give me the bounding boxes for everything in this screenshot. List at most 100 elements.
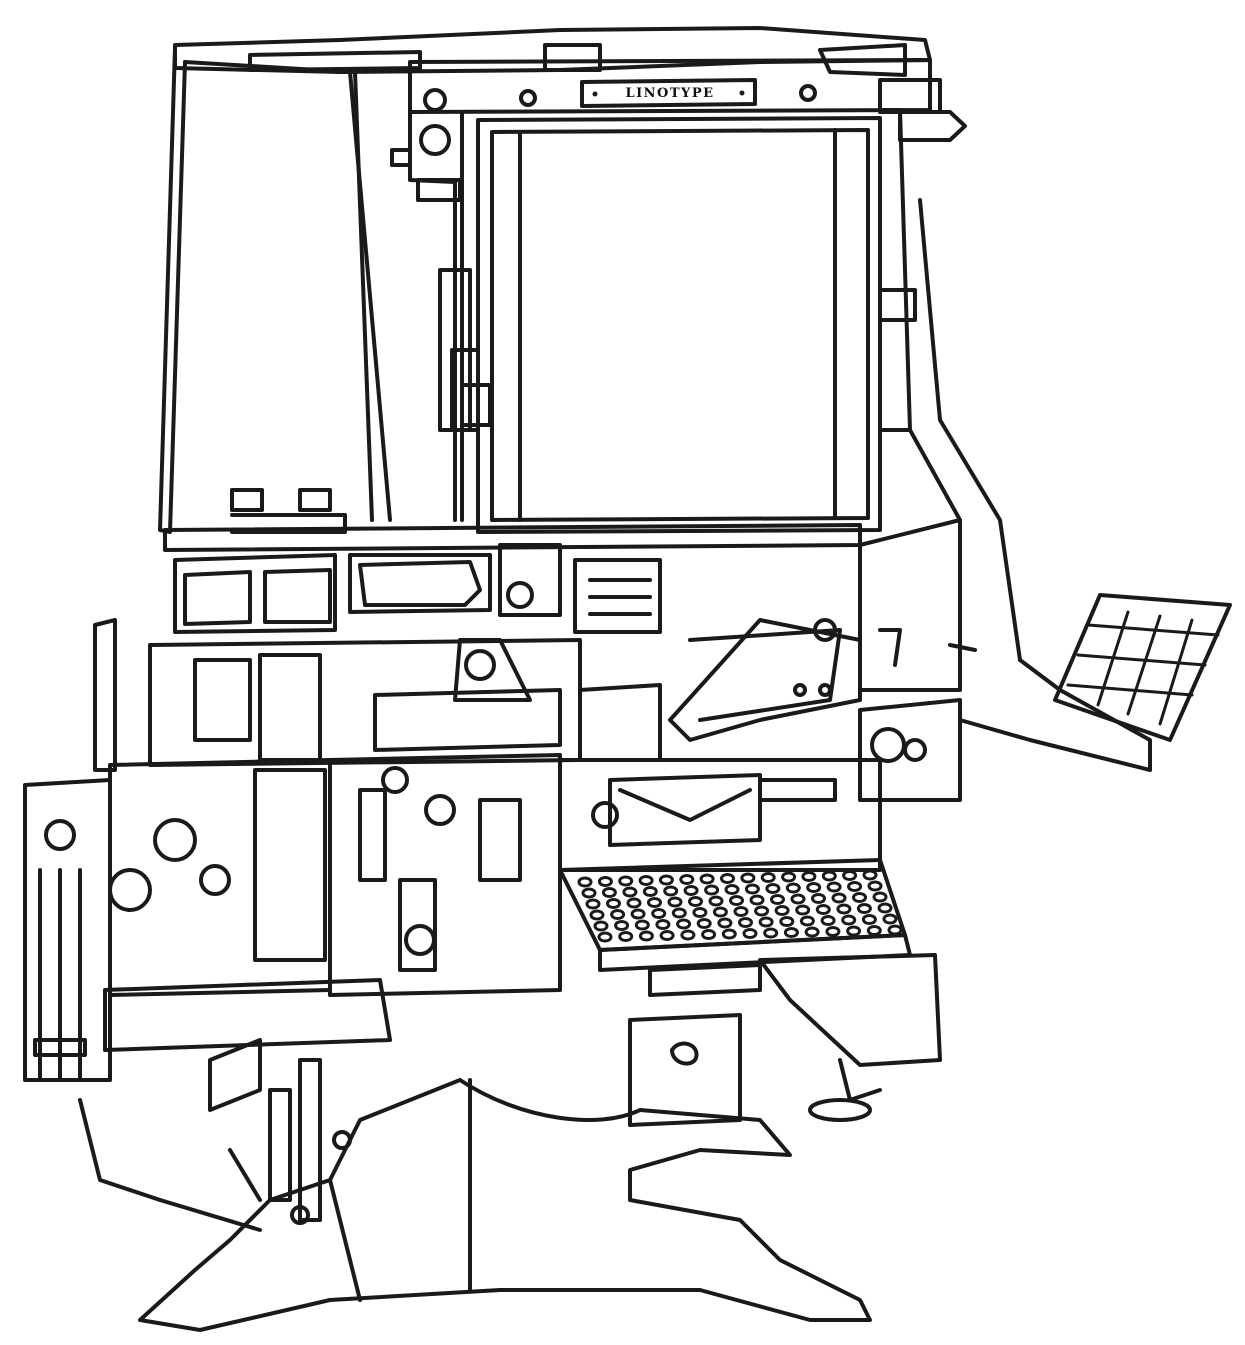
keyboard-key [738, 917, 753, 928]
keyboard-key [856, 903, 872, 914]
pedestal-base [78, 1038, 872, 1332]
keyboard-key [806, 882, 822, 893]
keyboard-key [658, 874, 674, 886]
keyboard [558, 858, 912, 972]
keyboard-key [861, 914, 877, 925]
keyboard-key [618, 931, 634, 942]
keyboard-key [877, 902, 893, 914]
keyboard-key [740, 872, 756, 884]
keyboard-key [799, 915, 815, 927]
keyboard-key [667, 896, 683, 908]
keyboard-key [744, 883, 760, 895]
keyboard-key [585, 898, 601, 910]
lower-right-assembly [628, 953, 942, 1127]
keyboard-key [758, 916, 774, 928]
keyboard-key [785, 882, 801, 894]
keyboard-key [671, 907, 687, 919]
left-magazine-side [158, 46, 392, 534]
keyboard-key [790, 893, 806, 905]
keyboard-key [836, 903, 852, 915]
keyboard-key [659, 930, 675, 941]
keyboard-key [842, 870, 858, 881]
keyboard-key [862, 869, 878, 881]
keyboard-key [795, 904, 811, 916]
keyboard-key [696, 918, 712, 929]
keyboard-key [589, 909, 605, 921]
keyboard-key [826, 881, 842, 893]
keyboard-key [717, 917, 733, 929]
keyboard-key [683, 885, 699, 896]
keyboard-key [825, 926, 841, 937]
keyboard-key [638, 930, 654, 942]
keyboard-key [804, 926, 820, 938]
keyboard-key [647, 897, 662, 908]
keyboard-key [821, 870, 837, 882]
keyboard-key [774, 905, 790, 916]
center-lower-mechanism [328, 753, 882, 997]
keyboard-key [721, 928, 737, 940]
keyboard-key [811, 893, 826, 904]
keyboard-key [655, 919, 671, 930]
keyboard-key [699, 873, 715, 885]
keyboard-key [801, 871, 817, 882]
keyboard-key [765, 883, 781, 894]
keyboard-key [749, 894, 765, 906]
keyboard-key [708, 895, 724, 907]
keyboard-key [688, 896, 703, 907]
keyboard-key [872, 891, 888, 903]
keyboard-key [630, 908, 646, 920]
keyboard-key [712, 906, 728, 918]
keyboard-key [614, 920, 630, 931]
keyboard-key [704, 884, 720, 896]
right-column [878, 108, 1022, 662]
keyboard-key [676, 918, 692, 930]
keyboard-key [846, 925, 862, 937]
nameplate [580, 78, 757, 108]
nameplate-label: LINOTYPE [625, 86, 715, 101]
keyboard-key [626, 897, 642, 909]
keyboard-key [867, 880, 883, 892]
keyboard-key [887, 924, 903, 936]
keyboard-key [634, 919, 650, 931]
keyboard-key [597, 931, 613, 943]
keyboard-key [882, 913, 898, 925]
keyboard-key [781, 871, 797, 883]
keyboard-key [610, 909, 626, 920]
keyboard-key [618, 875, 634, 887]
keyboard-key [724, 884, 740, 895]
keyboard-key [866, 925, 882, 936]
keyboard-key [831, 892, 847, 904]
keyboard-key [852, 892, 867, 903]
keyboard-key [701, 929, 717, 940]
keyboard-key [651, 908, 667, 919]
keyboard-key [679, 874, 695, 885]
keyboard-key [783, 927, 799, 938]
keyboard-key [597, 876, 613, 887]
keyboard-key [733, 906, 749, 917]
keyboard-key [663, 885, 679, 897]
keyboard-key [820, 915, 836, 926]
keyboard-key [692, 907, 708, 918]
assembler-band [163, 488, 962, 692]
center-column [390, 88, 492, 522]
keyboard-key [779, 916, 795, 927]
top-frame [173, 26, 967, 142]
keyboard-key [754, 905, 770, 917]
keyboard-key [815, 904, 831, 915]
keyboard-key [638, 875, 654, 886]
keyboard-key [720, 873, 735, 884]
keyboard-key [680, 929, 696, 941]
copy-holder [958, 593, 1232, 772]
keyboard-key [770, 894, 785, 905]
keyboard-key [841, 914, 857, 926]
keyboard-key [577, 876, 593, 888]
keyboard-key [606, 898, 621, 909]
keyboard-key [763, 927, 779, 939]
keyboard-key [622, 886, 638, 898]
lower-left-block [23, 618, 392, 1082]
keyboard-key [729, 895, 744, 906]
keyboard-key [593, 920, 609, 932]
mid-section [148, 618, 977, 802]
